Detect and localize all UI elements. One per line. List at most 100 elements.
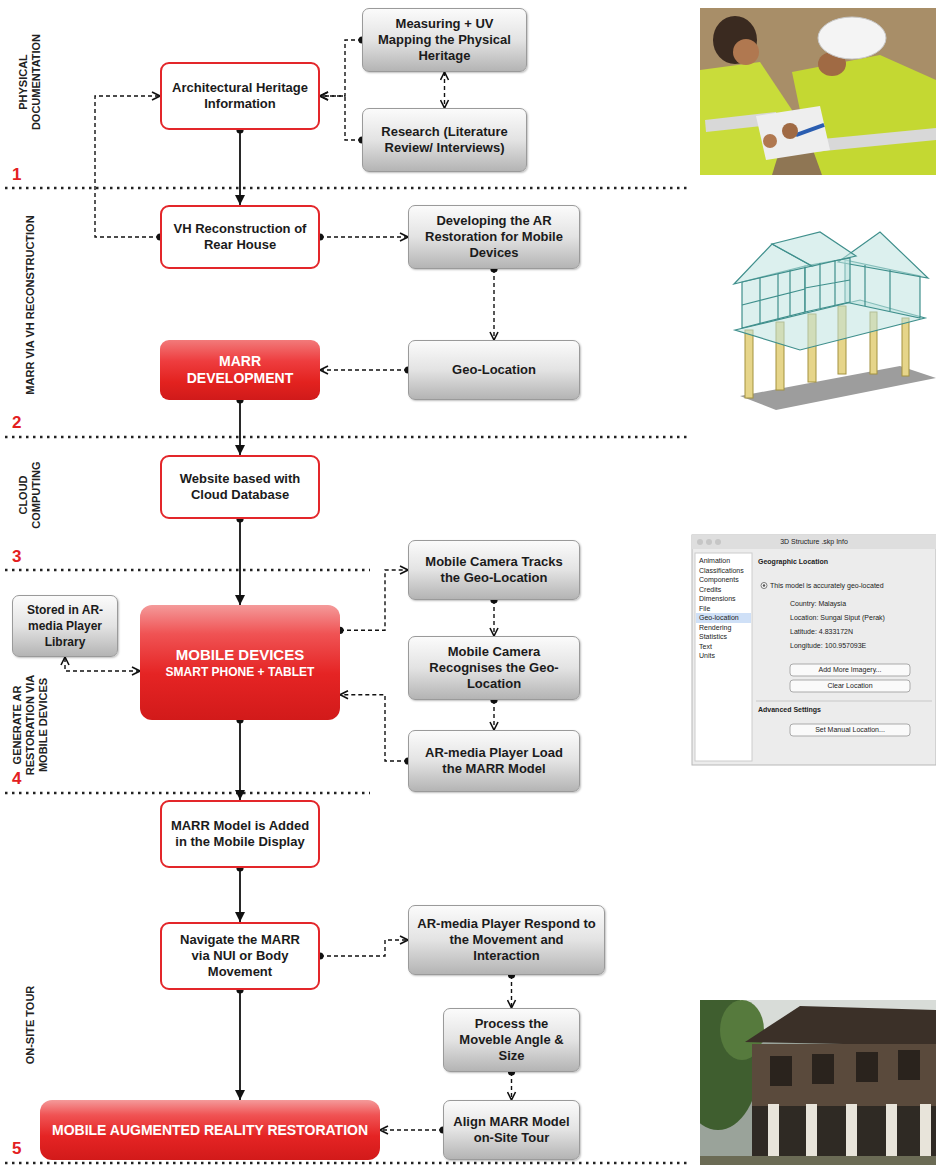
dashed-arrow (340, 695, 408, 761)
separator-line (5, 1162, 690, 1165)
heritage-house-photo (700, 1000, 936, 1165)
section-label: PHYSICAL DOCUMENTATION (17, 22, 43, 142)
screen-text: Location: Sungai Siput (Perak) (790, 614, 885, 622)
screen-text: Statistics (699, 633, 727, 641)
house-window (812, 1054, 834, 1084)
pillar (745, 330, 753, 398)
window-button (697, 539, 703, 545)
survey-photo (700, 8, 936, 175)
pen (795, 123, 825, 137)
screen-text: Latitude: 4.833172N (790, 628, 853, 636)
dashed-arrow (340, 570, 408, 630)
settings-screenshot (692, 535, 936, 765)
dashed-arrow (380, 1129, 443, 1130)
house-roof (745, 1006, 936, 1046)
dashed-arrow (511, 1072, 512, 1100)
step-box: Mobile Camera Recognises the Geo-Locatio… (408, 636, 580, 700)
pillar (902, 318, 909, 376)
box-text: MOBILE AUGMENTED REALITY RESTORATION (52, 1121, 368, 1139)
ui-button (790, 680, 910, 692)
section-number: 4 (12, 770, 21, 788)
pillar (806, 1104, 817, 1160)
process-box: Website based with Cloud Database (160, 455, 320, 519)
dashed-arrow (65, 657, 140, 671)
window-button (715, 539, 721, 545)
dashed-arrow (320, 369, 408, 370)
screen-text: Add More Imagery... (790, 666, 910, 674)
box-text: VH Reconstruction of Rear House (170, 221, 310, 253)
screen-text: Clear Location (790, 682, 910, 690)
section-label: MARR VIA VH RECONSTRUCTION (24, 210, 37, 400)
house-window (770, 1056, 792, 1086)
section-separators (5, 188, 690, 1163)
radio-dot (763, 584, 766, 587)
screen-text: Geo-location (699, 614, 739, 622)
screen-text: Credits (699, 586, 721, 594)
separator-line (5, 569, 370, 572)
flow-arrow (239, 720, 241, 800)
step-box: Mobile Camera Tracks the Geo-Location (408, 540, 580, 600)
section-number: 5 (12, 1140, 21, 1158)
screen-text: Text (699, 643, 712, 651)
screen-text: This model is accurately geo-located (770, 582, 884, 590)
box-text: MARR Model is Added in the Mobile Displa… (170, 818, 310, 850)
step-box: Developing the AR Restoration for Mobile… (408, 205, 580, 269)
step-box: Process the Moveble Angle & Size (443, 1008, 580, 1072)
step-box: Align MARR Model on-Site Tour (443, 1100, 580, 1160)
separator-line (5, 792, 370, 795)
box-text: AR-media Player Respond to the Movement … (417, 916, 596, 964)
box-text: Measuring + UV Mapping the Physical Heri… (371, 16, 518, 64)
box-text: Architectural Heritage Information (170, 80, 310, 112)
screen-text: Longitude: 100.957093E (790, 642, 866, 650)
process-box: Navigate the MARR via NUI or Body Moveme… (160, 922, 320, 990)
screen-text: 3D Structure .skp Info (692, 538, 936, 546)
panel-divider (756, 701, 932, 702)
screen-text: Components (699, 576, 739, 584)
screen-text: Geographic Location (758, 558, 828, 566)
screen-text: File (699, 605, 710, 613)
pillar (920, 1104, 931, 1160)
box-text: Geo-Location (452, 362, 536, 378)
section-number: 3 (12, 548, 21, 566)
flow-arrow (239, 868, 241, 922)
vest-stripe (812, 128, 936, 152)
pillar (768, 1104, 779, 1160)
pillar (886, 1104, 897, 1160)
ui-button (790, 664, 910, 676)
model-frame (734, 232, 928, 350)
dashed-arrow (493, 700, 494, 730)
step-box: Research (Literature Review/ Interviews) (362, 108, 527, 172)
box-text: MARR DEVELOPMENT (168, 353, 312, 387)
process-box: Architectural Heritage Information (160, 62, 320, 130)
box-text: Website based with Cloud Database (170, 471, 310, 503)
worker-hand (763, 134, 777, 148)
house-window (856, 1052, 878, 1082)
window-frame (692, 535, 936, 765)
screen-text: Advanced Settings (758, 706, 821, 714)
flow-arrow (239, 400, 241, 455)
section-number: 1 (12, 166, 21, 184)
house-window (898, 1050, 920, 1080)
box-text: Mobile Camera Tracks the Geo-Location (417, 554, 571, 586)
step-box: AR-media Player Respond to the Movement … (408, 905, 605, 975)
separator-line (5, 187, 690, 190)
dashed-arrow (511, 975, 512, 1008)
section-label: ON-SITE TOUR (24, 975, 37, 1075)
box-text: MOBILE DEVICES (176, 645, 304, 664)
screen-text: Dimensions (699, 595, 736, 603)
flow-arrow (239, 990, 241, 1100)
worker-face (733, 39, 759, 65)
section-number: 2 (12, 414, 21, 432)
worker-hand (782, 123, 798, 139)
photo-ground (700, 8, 936, 175)
stage-box: MARR DEVELOPMENT (160, 340, 320, 400)
process-box: VH Reconstruction of Rear House (160, 205, 320, 269)
house-pillars (768, 1104, 931, 1160)
frame-members (742, 260, 890, 324)
dashed-arrow (320, 236, 408, 237)
hard-hat (818, 17, 886, 59)
screen-text: Set Manual Location... (790, 726, 910, 734)
box-text: Process the Moveble Angle & Size (452, 1016, 571, 1064)
paper-sheet (756, 106, 830, 160)
box-text: Navigate the MARR via NUI or Body Moveme… (170, 932, 310, 980)
